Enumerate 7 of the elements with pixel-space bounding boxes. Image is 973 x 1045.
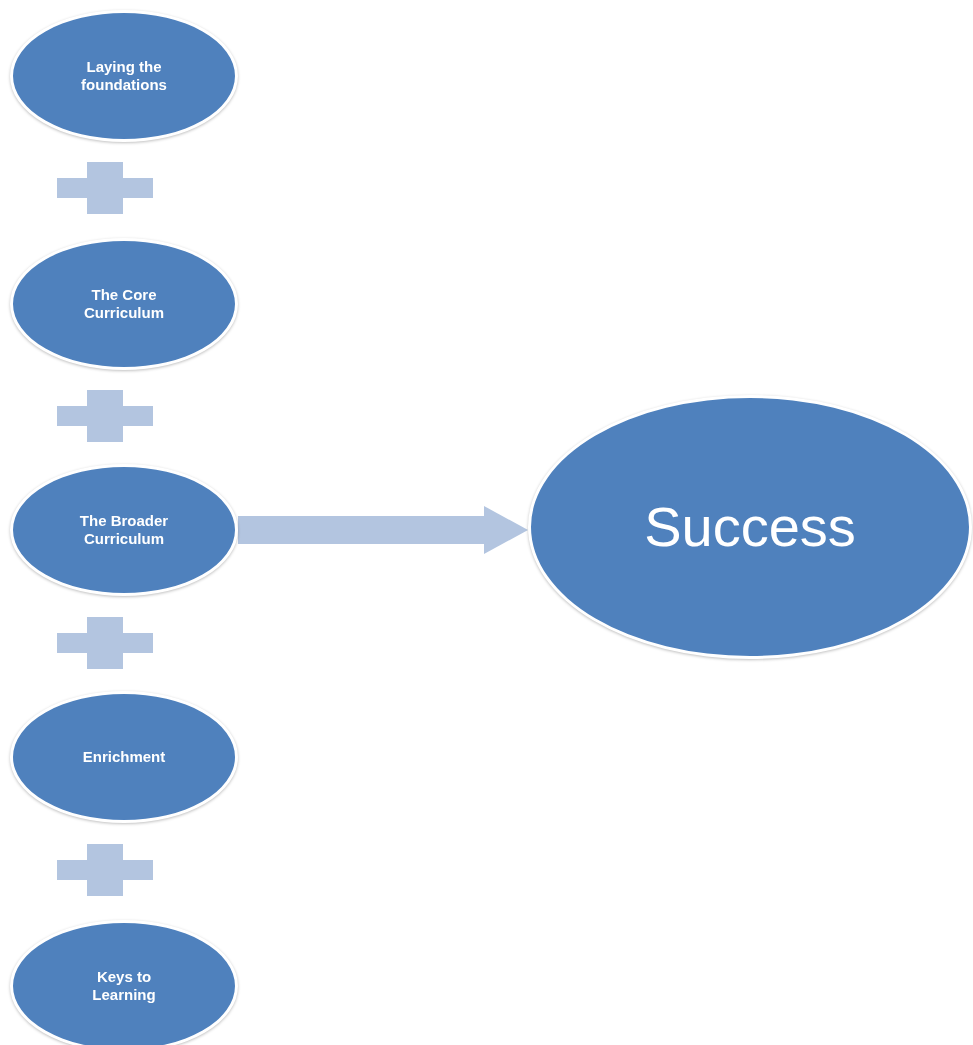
block-arrow [238, 506, 528, 554]
node-label: Laying the foundations [80, 58, 168, 94]
node-label: Enrichment [82, 748, 166, 766]
node-label: Success [644, 494, 856, 561]
node-label: Keys to Learning [91, 968, 157, 1004]
node-label: The Core Curriculum [83, 286, 165, 322]
node-label: The Broader Curriculum [78, 512, 170, 548]
